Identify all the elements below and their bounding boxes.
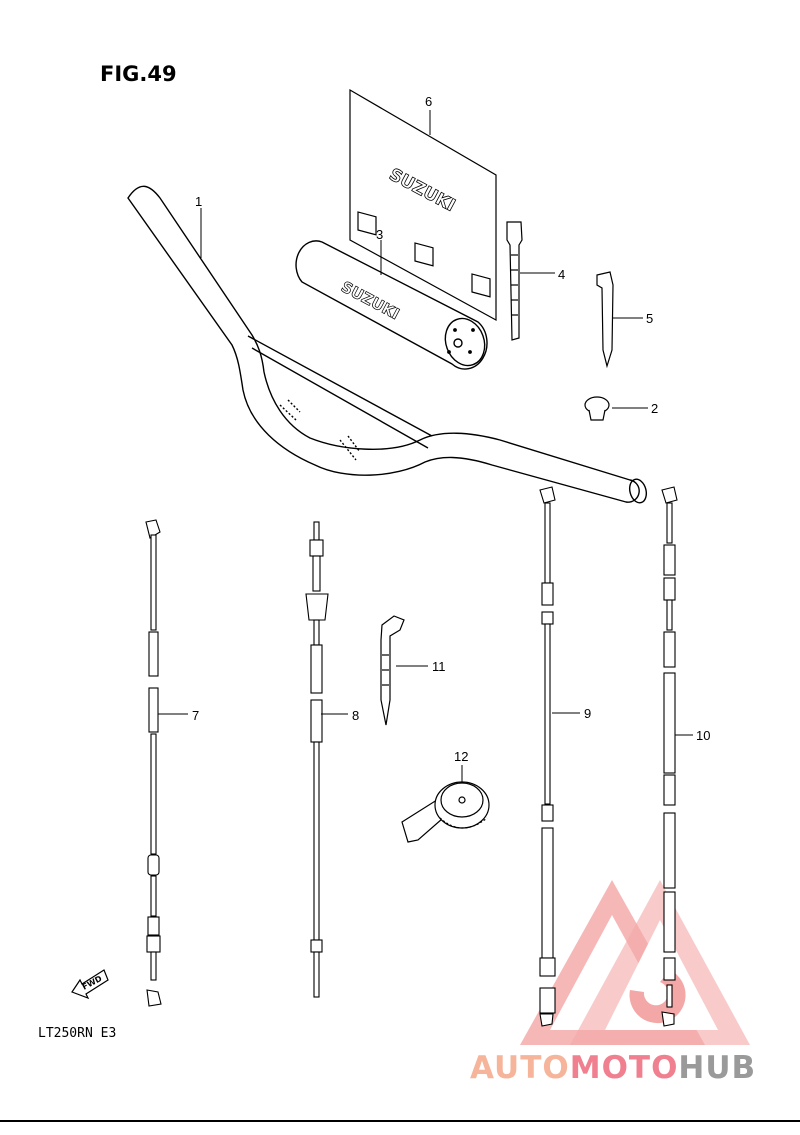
throttle-gauge-assembly: [401, 781, 490, 843]
watermark-part-hub: HUB: [678, 1050, 757, 1086]
callout-7: 7: [192, 708, 200, 723]
watermark-part-auto: AUTO: [470, 1050, 570, 1086]
cable-8: [305, 521, 329, 998]
end-plug: [584, 396, 610, 421]
cable-7: [145, 519, 162, 1007]
callout-11: 11: [432, 659, 446, 674]
callout-1: 1: [195, 194, 203, 209]
clamp-band: [596, 271, 614, 369]
watermark-logo-icon: [520, 880, 750, 1045]
callout-leaders: [158, 110, 693, 782]
callout-6: 6: [425, 94, 433, 109]
callout-8: 8: [352, 708, 360, 723]
callout-3: 3: [376, 227, 384, 242]
decal-suzuki-text: SUZUKI: [386, 165, 459, 216]
handlebar: [127, 185, 648, 504]
wire-clamp: [380, 615, 405, 726]
cable-9: [539, 486, 556, 1027]
callout-10: 10: [696, 728, 711, 743]
watermark-part-moto: MOTO: [569, 1050, 679, 1086]
callout-4: 4: [558, 267, 566, 282]
handlebar-pad: SUZUKI: [295, 240, 488, 370]
cable-tie: [506, 221, 523, 341]
callout-2: 2: [651, 401, 659, 416]
watermark-text: AUTOMOTOHUB: [470, 1050, 756, 1086]
callout-5: 5: [646, 311, 654, 326]
page-bottom-border: [0, 1120, 800, 1135]
callout-9: 9: [584, 706, 592, 721]
cable-10: [661, 486, 678, 1027]
figure-title: FIG.49: [100, 62, 177, 86]
forward-arrow-icon: FWD: [71, 969, 109, 1000]
model-code: LT250RN E3: [38, 1026, 117, 1041]
callout-12: 12: [454, 749, 469, 764]
